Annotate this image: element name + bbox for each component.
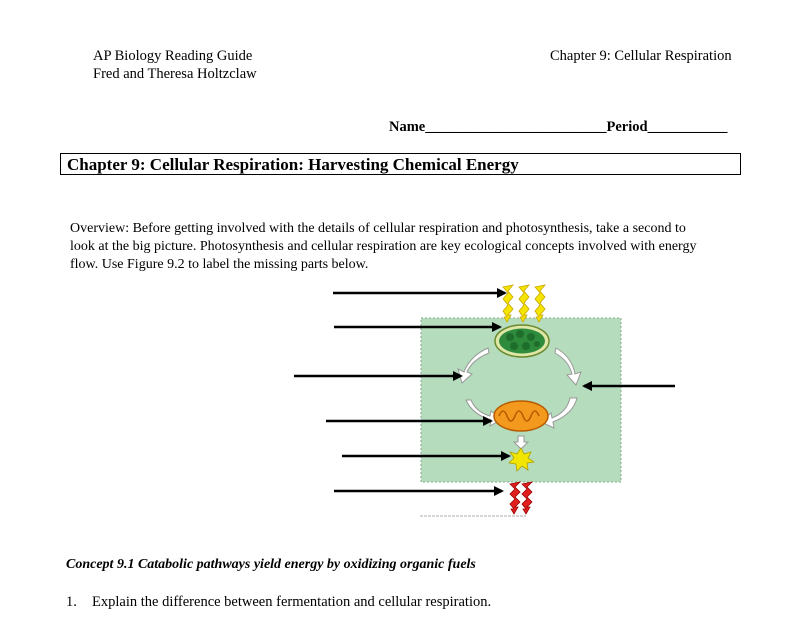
course-title: AP Biology Reading Guide [93,48,253,64]
chapter-title: Chapter 9: Cellular Respiration: Harvest… [67,155,519,174]
light-energy-icon [502,284,547,323]
period-label: Period [606,119,648,135]
overview-paragraph: Overview: Before getting involved with t… [70,221,697,272]
question-text: Explain the difference between fermentat… [92,594,492,610]
authors: Fred and Theresa Holtzclaw [93,66,257,82]
name-period-line: Name_________________________Period_____… [389,119,727,136]
heat-energy-icon [509,481,534,515]
question-1: 1. Explain the difference between ferment… [66,594,491,611]
mitochondrion-icon [493,400,549,432]
period-blank[interactable]: ___________ [647,119,728,135]
name-label: Name [389,119,426,135]
name-blank[interactable]: _________________________ [425,119,607,135]
concept-heading: Concept 9.1 Catabolic pathways yield ene… [66,557,476,572]
chloroplast-icon [494,324,550,358]
atp-icon [508,447,536,472]
chapter-title-box: Chapter 9: Cellular Respiration: Harvest… [60,153,741,175]
atp-down-arrow [512,435,530,450]
question-number: 1. [66,594,77,610]
chapter-header: Chapter 9: Cellular Respiration [550,48,732,64]
cycle-arrows [457,347,582,429]
